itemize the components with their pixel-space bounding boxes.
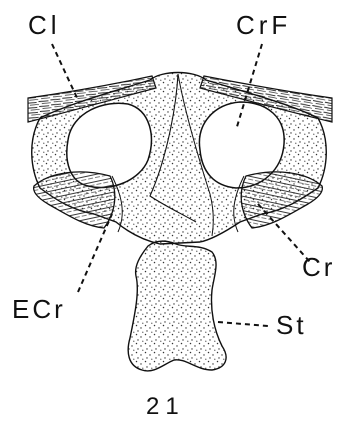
left-coracoid-block	[34, 172, 115, 228]
right-coracoid-block	[241, 172, 322, 228]
leader-st	[218, 322, 268, 326]
sternum	[128, 241, 226, 371]
label-cl: Cl	[28, 10, 61, 40]
label-cr: Cr	[302, 252, 335, 282]
figure-number: 21	[146, 393, 185, 420]
label-st: St	[276, 310, 307, 340]
label-ecr: ECr	[12, 294, 66, 324]
label-crf: CrF	[236, 10, 291, 40]
